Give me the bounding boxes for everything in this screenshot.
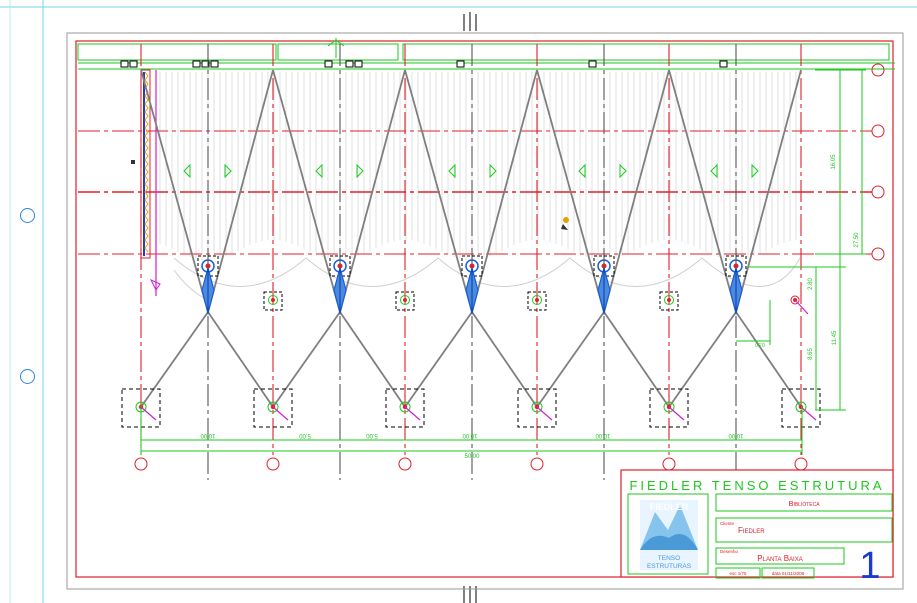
membrane-hatching [159, 72, 797, 260]
small-footing-edge [790, 295, 809, 315]
direction-arrow-3-icon [315, 163, 323, 179]
cable-lower-left-1 [140, 311, 209, 408]
cable-upper-left-1 [140, 69, 209, 313]
project-name: Biblioteca [788, 499, 820, 508]
small-footing-3 [527, 291, 547, 311]
drawing-date: data 01/11/2008 [772, 571, 805, 576]
cable-upper-right-5 [735, 69, 802, 313]
dimension-vertical-lower-c: 8.65 [808, 348, 814, 360]
direction-arrow-5-icon [448, 163, 456, 179]
mast-2 [329, 255, 351, 316]
dimension-bay-2: 5.00 [299, 432, 311, 438]
cable-lower-right-1 [207, 311, 274, 408]
company-name: FIEDLER TENSO ESTRUTURA [629, 478, 884, 493]
drawing-name: Planta Baixa [757, 554, 802, 563]
dimension-bay-1: 10.00 [200, 432, 216, 438]
axis-bubbles-right [871, 63, 885, 261]
drawing-label: Desenho [720, 549, 739, 554]
cable-upper-right-1 [207, 69, 274, 313]
direction-arrow-9-icon [710, 163, 718, 179]
direction-arrow-1-icon [183, 163, 191, 179]
client-label: Cliente [720, 521, 735, 526]
cable-lower-left-2 [272, 311, 341, 408]
drawing-scale: esc 1/75 [729, 571, 747, 576]
cable-upper-right-2 [339, 69, 406, 313]
direction-arrow-7-icon [578, 163, 586, 179]
cable-network [140, 69, 802, 408]
cable-upper-left-4 [536, 69, 605, 313]
small-footing-1 [263, 291, 283, 311]
dimension-small-offset: 0.50 [755, 341, 765, 347]
small-footing-2 [395, 291, 415, 311]
svg-text:FIEDLER: FIEDLER [650, 502, 689, 512]
dimension-vertical-upper: 16.05 [831, 154, 837, 170]
cable-lower-left-4 [536, 311, 605, 408]
direction-arrow-6-icon [489, 163, 497, 179]
client-name: Fiedler [738, 526, 765, 535]
mast-4 [593, 255, 615, 316]
anchor-footing-3 [385, 388, 425, 428]
cable-lower-left-5 [668, 311, 737, 408]
mast-1 [197, 255, 219, 316]
axis-bubble-6-icon [794, 457, 808, 471]
cable-upper-left-5 [668, 69, 737, 313]
left-edge-detail [131, 69, 161, 296]
direction-arrow-4-icon [356, 163, 364, 179]
small-footing-4 [659, 291, 679, 311]
axis-bubble-3-icon [398, 457, 412, 471]
dimension-bay-6: 10.00 [728, 432, 744, 438]
mast-group [197, 255, 747, 316]
mast-3 [461, 255, 483, 316]
mast-5 [725, 255, 747, 316]
dimension-vertical-total: 27.50 [854, 232, 860, 248]
dimension-vertical-lower-b: 11.45 [832, 330, 838, 345]
axis-bubble-1-icon [134, 457, 148, 471]
cable-upper-left-3 [404, 69, 473, 313]
cable-lower-right-5 [735, 311, 802, 408]
cable-upper-left-2 [272, 69, 341, 313]
dimension-texts: 10.00 5.00 5.00 10.00 10.00 10.00 50.00 16.05 27… [200, 154, 860, 460]
dimension-lines [140, 69, 866, 455]
cable-lower-right-4 [603, 311, 670, 408]
anchor-footing-4 [517, 388, 557, 428]
direction-arrow-2-icon [224, 163, 232, 179]
axis-bubble-4-icon [530, 457, 544, 471]
membrane-direction-arrows [183, 163, 759, 179]
axis-bubble-2-icon [266, 457, 280, 471]
outer-frame [66, 32, 904, 590]
beam-connector-plates [120, 60, 728, 68]
dimension-vertical-lower-a: 2.80 [808, 278, 814, 290]
cable-lower-left-3 [404, 311, 473, 408]
company-logo: FIEDLER TENSO ESTRUTURAS [640, 500, 698, 570]
anchor-footing-2 [253, 388, 293, 428]
roof-edge-beam [77, 38, 895, 70]
person-symbol [561, 217, 569, 230]
drawing-border [75, 40, 894, 578]
binder-hole-bottom-icon [20, 369, 35, 384]
binder-hole-top-icon [20, 208, 35, 223]
dimension-bay-4: 10.00 [462, 432, 478, 438]
dimension-total-horizontal: 50.00 [464, 454, 480, 460]
anchor-footing-5 [649, 388, 689, 428]
membrane-scallops [173, 257, 801, 301]
axis-bubble-5-icon [662, 457, 676, 471]
direction-arrow-10-icon [751, 163, 759, 179]
vertical-axis-lines [140, 44, 802, 480]
dimension-bay-5: 10.00 [595, 432, 611, 438]
cable-upper-right-3 [471, 69, 538, 313]
anchor-footing-6 [781, 388, 821, 428]
cable-lower-right-3 [471, 311, 538, 408]
cable-upper-right-4 [603, 69, 670, 313]
horizontal-axis-lines [78, 130, 872, 255]
cable-lower-right-2 [339, 311, 406, 408]
direction-arrow-8-icon [619, 163, 627, 179]
svg-text:TENSO: TENSO [658, 555, 680, 562]
sheet-number: 1 [859, 545, 880, 587]
svg-text:ESTRUTURAS: ESTRUTURAS [647, 563, 692, 570]
dimension-bay-3: 5.00 [366, 432, 378, 438]
